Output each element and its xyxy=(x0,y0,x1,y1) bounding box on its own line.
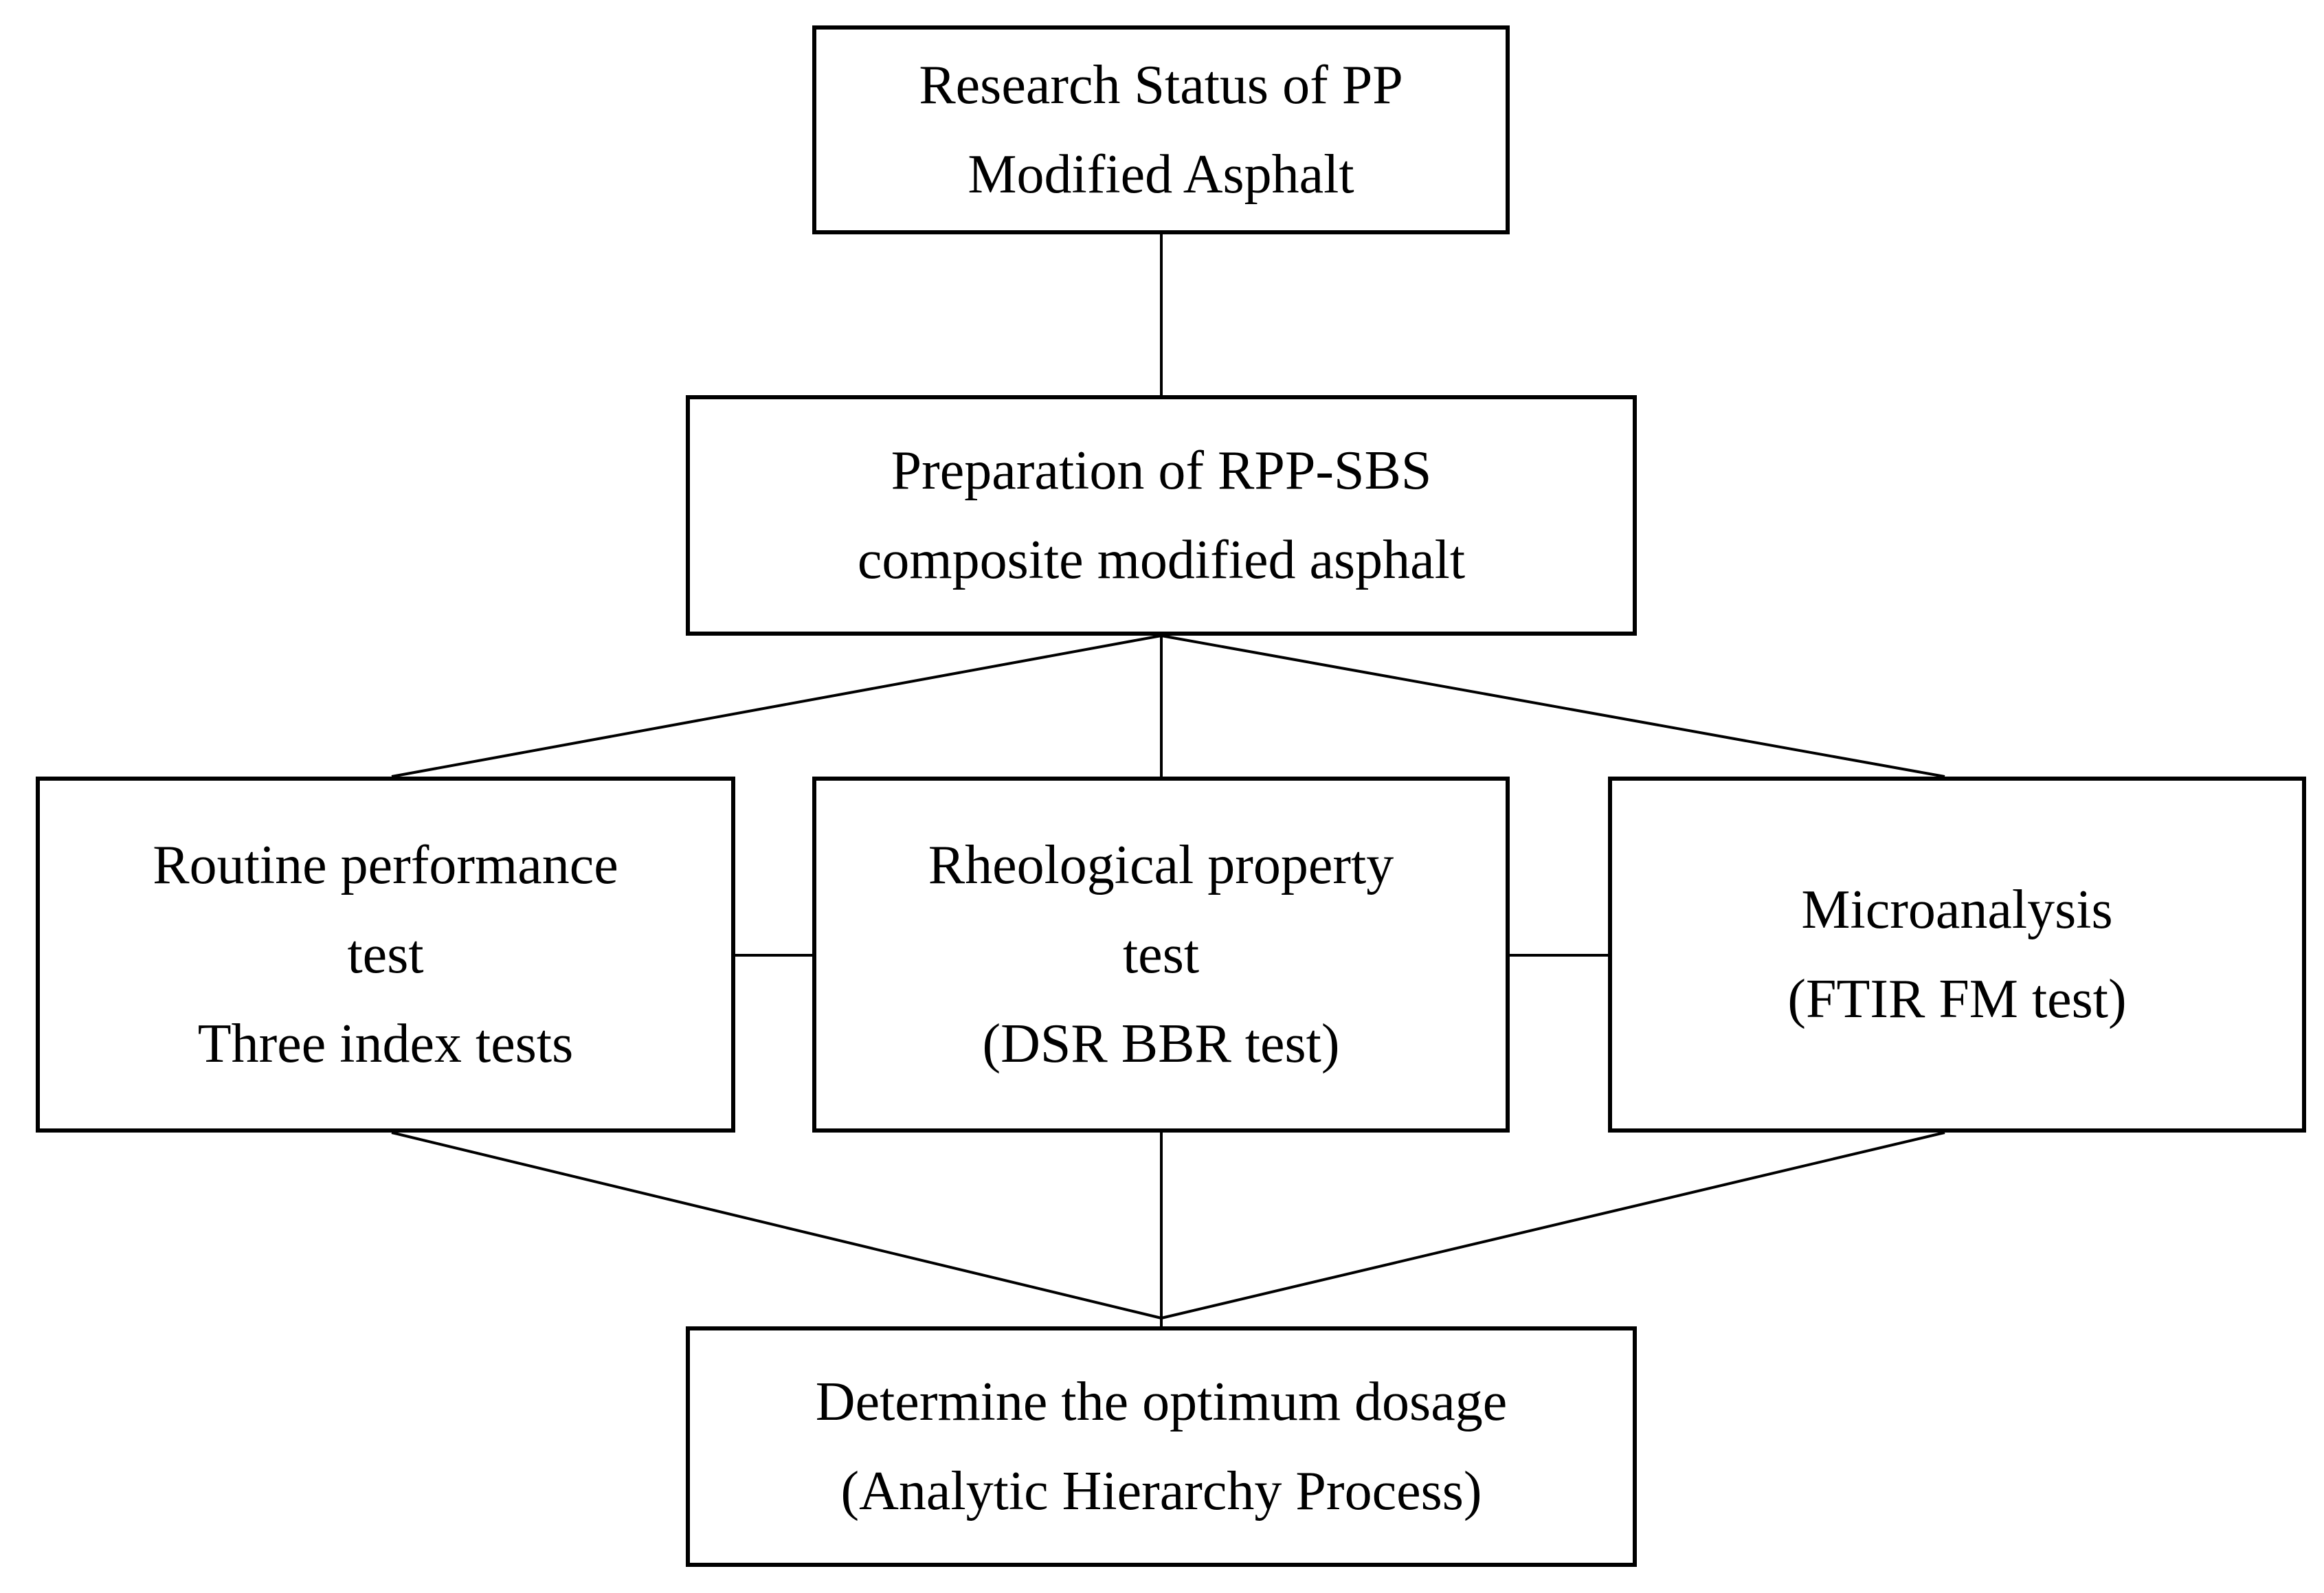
edge-routine-to-dosage xyxy=(391,1131,1162,1319)
optimum-dosage-node: Determine the optimum dosage (Analytic H… xyxy=(686,1326,1637,1567)
edge-preparation-to-routine xyxy=(391,634,1162,778)
preparation-node: Preparation of RPP-SBS composite modifie… xyxy=(686,395,1637,636)
research-status-line-2: Modified Asphalt xyxy=(968,144,1354,205)
optimum-dosage-line-1: Determine the optimum dosage xyxy=(815,1372,1508,1432)
research-status-line-1: Research Status of PP xyxy=(919,55,1403,115)
rheological-test-line-3: (DSR BBR test) xyxy=(982,1014,1340,1074)
microanalysis-line-2: (FTIR FM test) xyxy=(1787,969,2127,1029)
microanalysis-line-1: Microanalysis xyxy=(1801,880,2113,940)
microanalysis-node: Microanalysis (FTIR FM test) xyxy=(1608,777,2306,1133)
routine-test-line-2: test xyxy=(347,924,424,985)
routine-test-line-1: Routine performance xyxy=(153,835,618,895)
edge-microanalysis-to-dosage xyxy=(1161,1131,1945,1319)
routine-test-node: Routine performance test Three index tes… xyxy=(36,777,735,1133)
preparation-line-1: Preparation of RPP-SBS xyxy=(891,441,1432,501)
edge-preparation-to-microanalysis xyxy=(1161,634,1945,778)
rheological-test-line-1: Rheological property xyxy=(928,835,1394,895)
research-status-node: Research Status of PP Modified Asphalt xyxy=(812,25,1510,234)
preparation-line-2: composite modified asphalt xyxy=(857,530,1466,590)
routine-test-line-3: Three index tests xyxy=(197,1014,574,1074)
rheological-test-node: Rheological property test (DSR BBR test) xyxy=(812,777,1510,1133)
rheological-test-line-2: test xyxy=(1122,924,1200,985)
optimum-dosage-line-2: (Analytic Hierarchy Process) xyxy=(840,1461,1482,1522)
